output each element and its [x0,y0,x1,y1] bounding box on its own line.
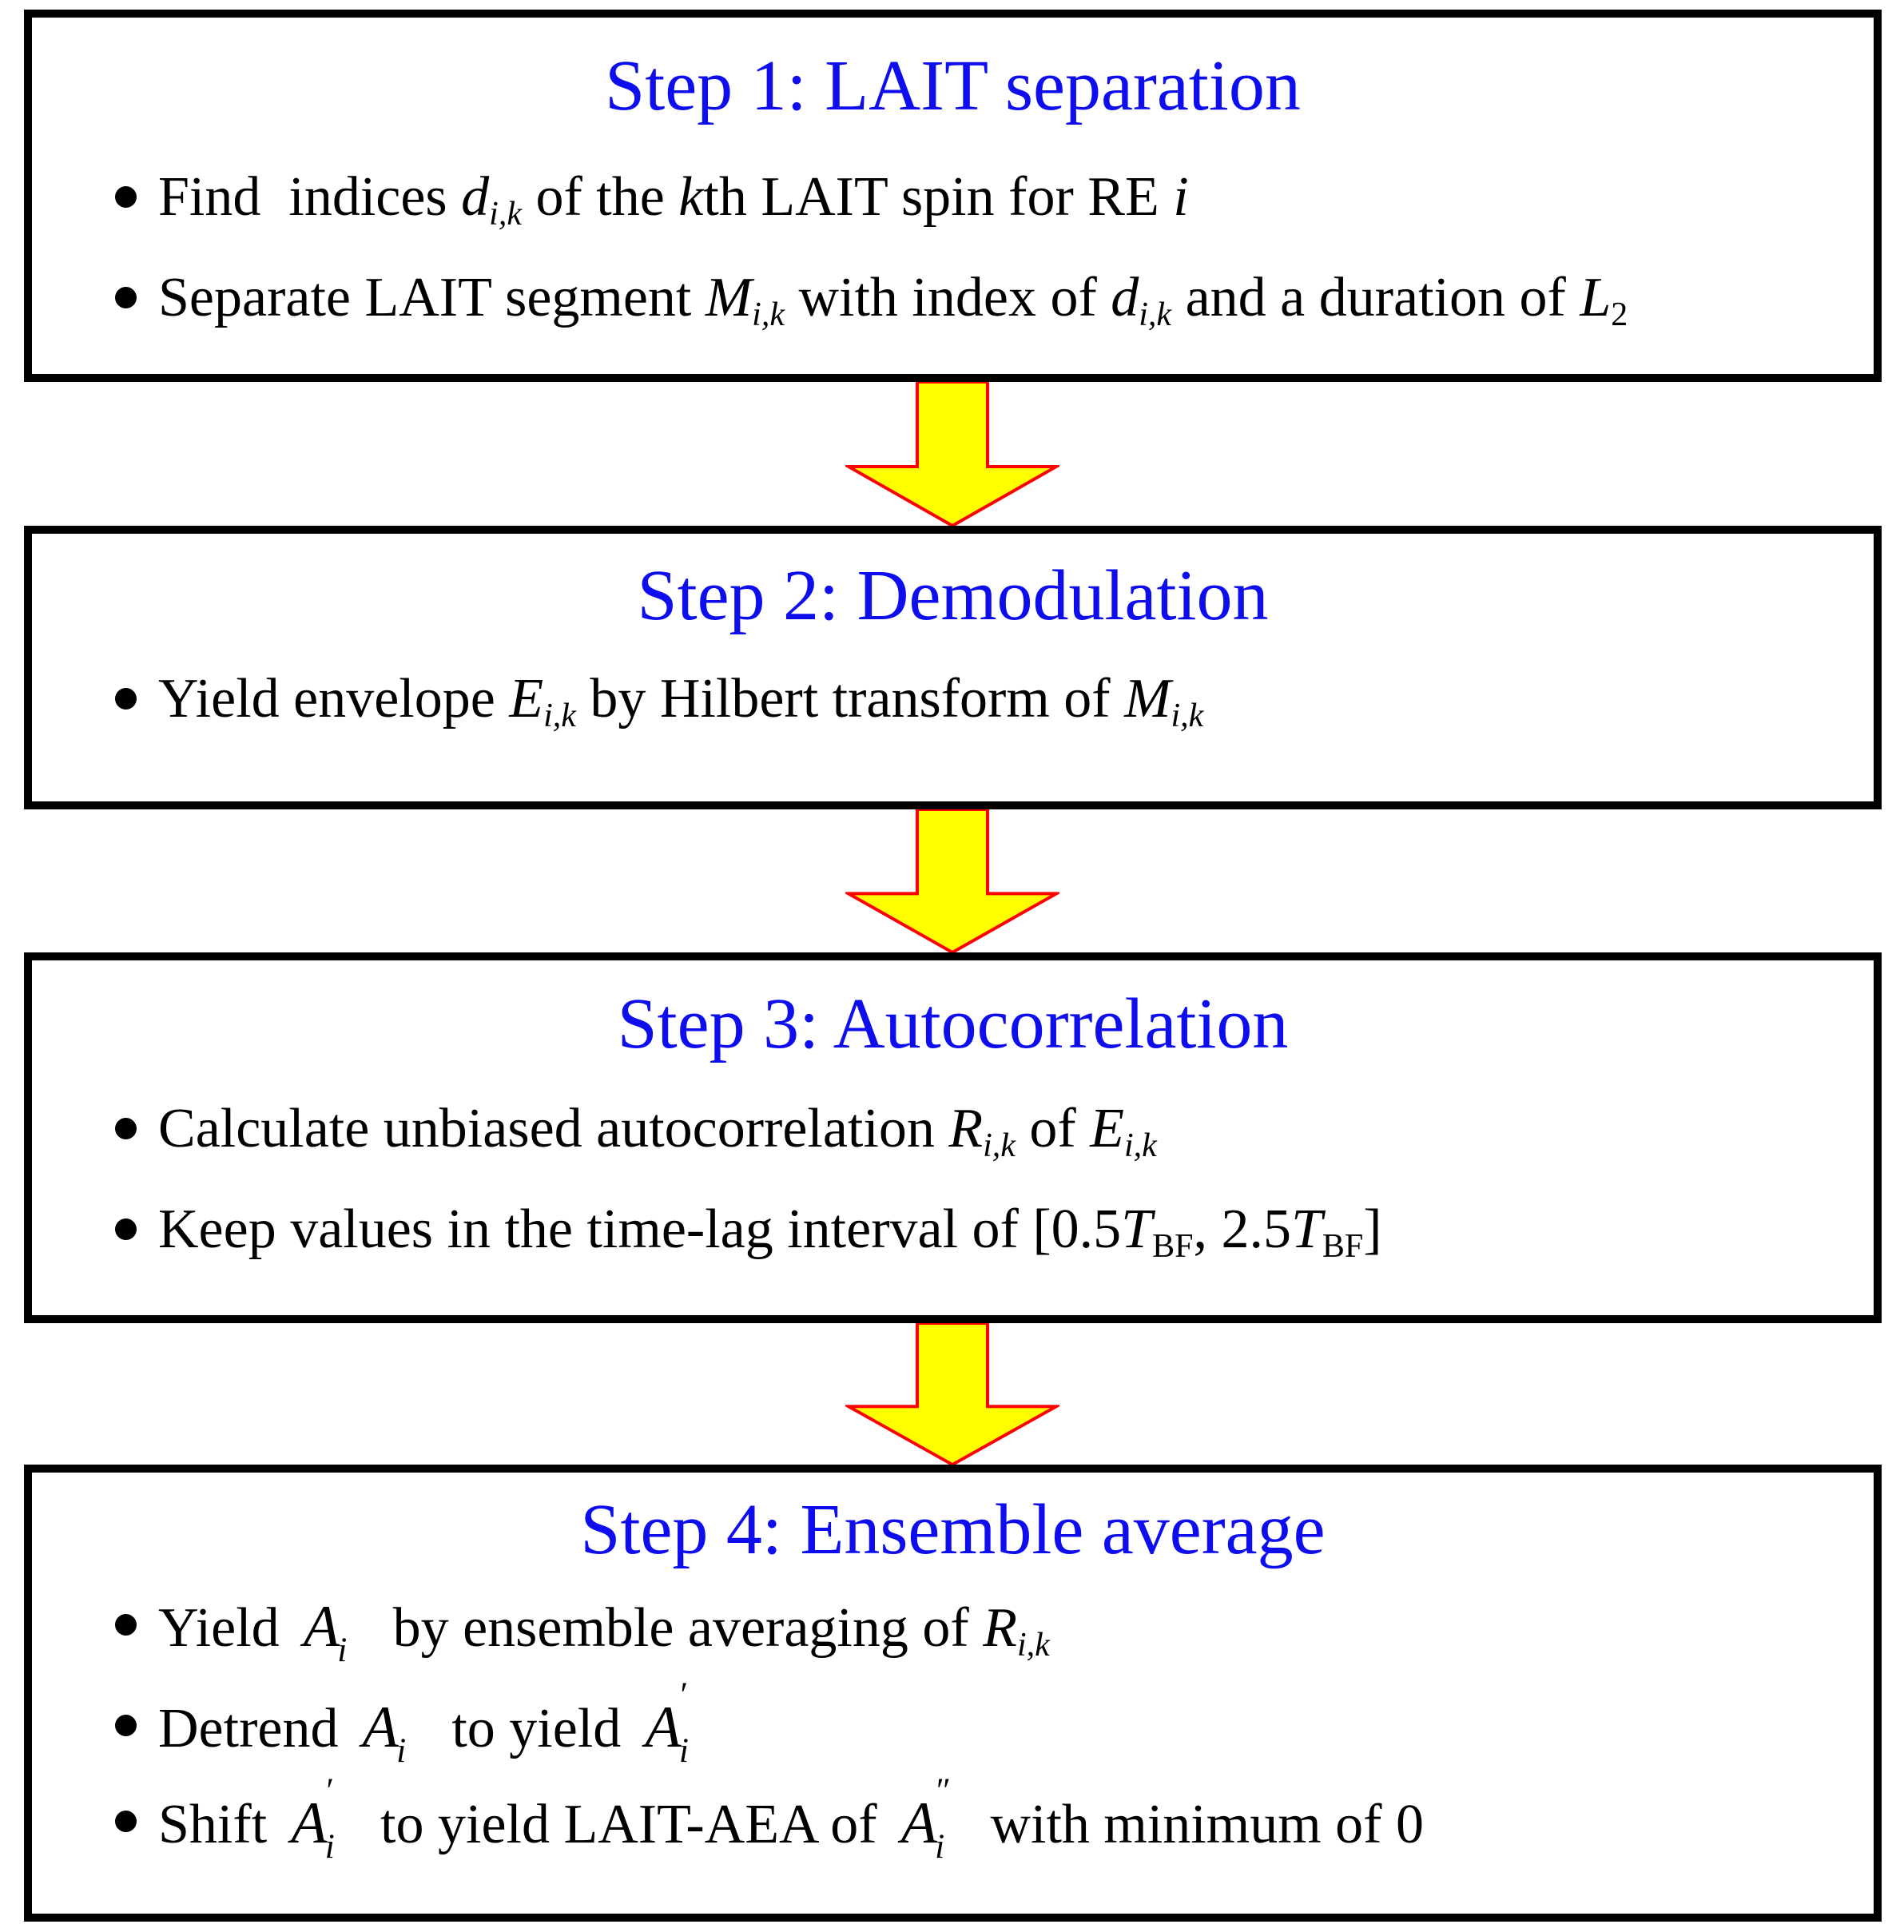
flow-arrow-2-down-icon [845,809,1059,954]
bullet-item: Yield envelope Ei,k by Hilbert transform… [32,667,1858,734]
down-arrow-icon [845,1323,1059,1466]
step-3-title: Step 3: Autocorrelation [617,984,1289,1063]
step-2-box: Step 2: Demodulation Yield envelope Ei,k… [24,526,1882,809]
step-4-title: Step 4: Ensemble average [580,1490,1326,1569]
bullet-item: Separate LAIT segment Mi,k with index of… [32,268,1858,333]
bullet-dot-icon [115,286,137,308]
step-1-box: Step 1: LAIT separation Find indices di,… [24,10,1882,382]
bullet-item: Keep values in the time-lag interval of … [32,1199,1858,1265]
bullet-dot-icon [115,185,137,208]
bullet-text: Keep values in the time-lag interval of … [158,1198,1382,1265]
bullet-text: Calculate unbiased autocorrelation Ri,k … [158,1097,1157,1164]
bullet-dot-icon [115,1810,137,1832]
bullet-dot-icon [115,1613,137,1636]
bullet-item: Shift A′i to yield LAIT-AEA of A″i with … [32,1771,1858,1866]
bullet-item: Find indices di,k of the kth LAIT spin f… [32,165,1858,233]
step-1-bullet-list: Find indices di,k of the kth LAIT spin f… [32,165,1874,333]
bullet-text: Yield envelope Ei,k by Hilbert transform… [158,667,1204,734]
bullet-dot-icon [115,1714,137,1736]
bullet-text: Separate LAIT segment Mi,k with index of… [158,266,1628,333]
step-3-bullet-list: Calculate unbiased autocorrelation Ri,k … [32,1097,1874,1265]
bullet-text: Shift A′i to yield LAIT-AEA of A″i with … [158,1771,1424,1866]
math-symbol-A: A′i [645,1676,689,1771]
flow-arrow-3-down-icon [845,1323,1059,1466]
flow-arrow-1-down-icon [845,382,1059,527]
step-3-box: Step 3: Autocorrelation Calculate unbias… [24,952,1882,1323]
step-1-title: Step 1: LAIT separation [605,46,1301,125]
bullet-item: Calculate unbiased autocorrelation Ri,k … [32,1097,1858,1164]
math-symbol-A: A′i [291,1771,335,1866]
step-2-bullet-list: Yield envelope Ei,k by Hilbert transform… [32,667,1874,734]
bullet-dot-icon [115,1117,137,1139]
math-symbol-A: A″i [900,1771,951,1866]
down-arrow-icon [845,382,1059,527]
bullet-dot-icon [115,687,137,710]
step-2-title: Step 2: Demodulation [637,556,1269,635]
bullet-dot-icon [115,1218,137,1240]
bullet-text: Find indices di,k of the kth LAIT spin f… [158,165,1189,233]
down-arrow-icon [845,809,1059,954]
